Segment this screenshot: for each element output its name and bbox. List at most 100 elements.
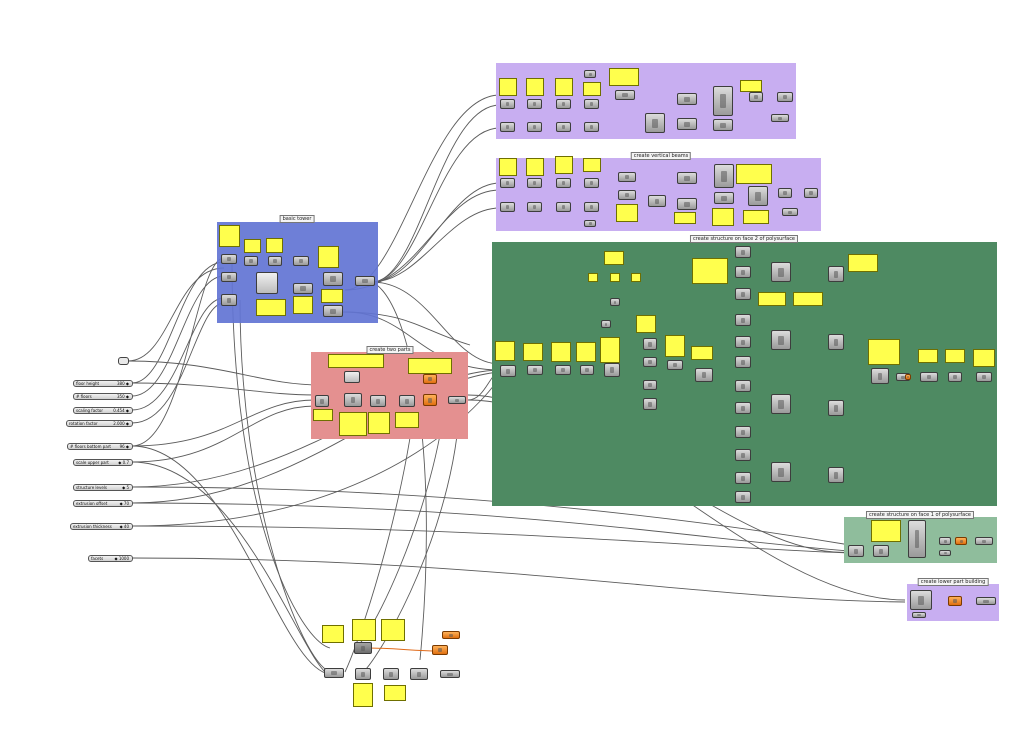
component[interactable] bbox=[580, 365, 594, 375]
component[interactable] bbox=[873, 545, 889, 557]
component[interactable] bbox=[370, 395, 386, 407]
component[interactable] bbox=[355, 276, 375, 286]
component[interactable] bbox=[324, 668, 344, 678]
component[interactable] bbox=[912, 612, 926, 618]
component[interactable] bbox=[910, 590, 932, 610]
component[interactable] bbox=[713, 86, 733, 116]
component[interactable] bbox=[323, 272, 343, 286]
component[interactable] bbox=[871, 368, 889, 384]
component[interactable] bbox=[771, 262, 791, 282]
slider-rotation-factor[interactable]: rotation factor 2.000 ◆ bbox=[66, 420, 133, 427]
component[interactable] bbox=[939, 550, 951, 556]
component[interactable] bbox=[500, 202, 515, 212]
component[interactable] bbox=[244, 256, 258, 266]
component[interactable] bbox=[771, 394, 791, 414]
component[interactable] bbox=[584, 70, 596, 78]
component[interactable] bbox=[527, 178, 542, 188]
component[interactable] bbox=[771, 330, 791, 350]
preview-panel[interactable] bbox=[256, 272, 278, 294]
component[interactable] bbox=[527, 365, 543, 375]
component[interactable] bbox=[556, 202, 571, 212]
component[interactable] bbox=[667, 360, 683, 370]
component[interactable] bbox=[735, 356, 751, 368]
component[interactable] bbox=[677, 93, 697, 105]
component[interactable] bbox=[556, 122, 571, 132]
component[interactable] bbox=[749, 92, 763, 102]
component[interactable] bbox=[908, 520, 926, 558]
component-selected[interactable] bbox=[423, 394, 437, 406]
component[interactable] bbox=[976, 372, 992, 382]
component[interactable] bbox=[618, 172, 636, 182]
component[interactable] bbox=[976, 597, 996, 605]
component[interactable] bbox=[527, 202, 542, 212]
component[interactable] bbox=[771, 114, 789, 122]
component[interactable] bbox=[584, 220, 596, 227]
component[interactable] bbox=[601, 320, 611, 328]
component[interactable] bbox=[920, 372, 938, 382]
component[interactable] bbox=[354, 642, 372, 654]
component[interactable] bbox=[604, 363, 620, 377]
geometry-param-node[interactable] bbox=[118, 357, 129, 365]
component[interactable] bbox=[735, 426, 751, 438]
component[interactable] bbox=[645, 113, 665, 133]
component[interactable] bbox=[714, 164, 734, 188]
component[interactable] bbox=[648, 195, 666, 207]
component[interactable] bbox=[735, 288, 751, 300]
slider-extrusion-thickness[interactable]: extrusion thickness ◆ 40 bbox=[70, 523, 133, 530]
component[interactable] bbox=[584, 122, 599, 132]
component[interactable] bbox=[500, 178, 515, 188]
component[interactable] bbox=[828, 334, 844, 350]
component[interactable] bbox=[735, 314, 751, 326]
component[interactable] bbox=[268, 256, 282, 266]
component[interactable] bbox=[828, 266, 844, 282]
component[interactable] bbox=[777, 92, 793, 102]
component[interactable] bbox=[771, 462, 791, 482]
preview-panel[interactable] bbox=[344, 371, 360, 383]
component[interactable] bbox=[695, 368, 713, 382]
component[interactable] bbox=[643, 380, 657, 390]
component[interactable] bbox=[221, 272, 237, 282]
component-selected[interactable] bbox=[905, 374, 911, 380]
component[interactable] bbox=[735, 491, 751, 503]
component[interactable] bbox=[618, 190, 636, 200]
component[interactable] bbox=[735, 266, 751, 278]
component[interactable] bbox=[748, 186, 768, 206]
component[interactable] bbox=[948, 372, 962, 382]
component[interactable] bbox=[643, 357, 657, 367]
component[interactable] bbox=[221, 254, 237, 264]
component[interactable] bbox=[939, 537, 951, 545]
component[interactable] bbox=[323, 305, 343, 317]
slider-structure-levels[interactable]: structure levels ◆ 5 bbox=[73, 484, 133, 491]
component-selected[interactable] bbox=[948, 596, 962, 606]
component[interactable] bbox=[848, 545, 864, 557]
component[interactable] bbox=[383, 668, 399, 680]
slider-floors[interactable]: # floors 350 ◆ bbox=[73, 393, 133, 400]
component[interactable] bbox=[643, 398, 657, 410]
component[interactable] bbox=[500, 99, 515, 109]
component[interactable] bbox=[804, 188, 818, 198]
component[interactable] bbox=[782, 208, 798, 216]
component[interactable] bbox=[527, 99, 542, 109]
slider-floor-height[interactable]: floor height 380 ◆ bbox=[73, 380, 133, 387]
component[interactable] bbox=[677, 118, 697, 130]
component[interactable] bbox=[735, 449, 751, 461]
component[interactable] bbox=[778, 188, 792, 198]
component[interactable] bbox=[735, 472, 751, 484]
component[interactable] bbox=[713, 119, 733, 131]
component[interactable] bbox=[500, 122, 515, 132]
component-selected[interactable] bbox=[442, 631, 460, 639]
component[interactable] bbox=[500, 365, 516, 377]
component[interactable] bbox=[584, 202, 599, 212]
component-selected[interactable] bbox=[423, 374, 437, 384]
component[interactable] bbox=[828, 400, 844, 416]
component[interactable] bbox=[315, 395, 329, 407]
component[interactable] bbox=[584, 99, 599, 109]
slider-scaling-factor[interactable]: scaling factor 0.454 ◆ bbox=[73, 407, 133, 414]
slider-facets[interactable]: facets ◆ 1000 bbox=[88, 555, 133, 562]
component-selected[interactable] bbox=[432, 645, 448, 655]
component[interactable] bbox=[677, 172, 697, 184]
component[interactable] bbox=[975, 537, 993, 545]
component[interactable] bbox=[643, 338, 657, 350]
component[interactable] bbox=[735, 380, 751, 392]
